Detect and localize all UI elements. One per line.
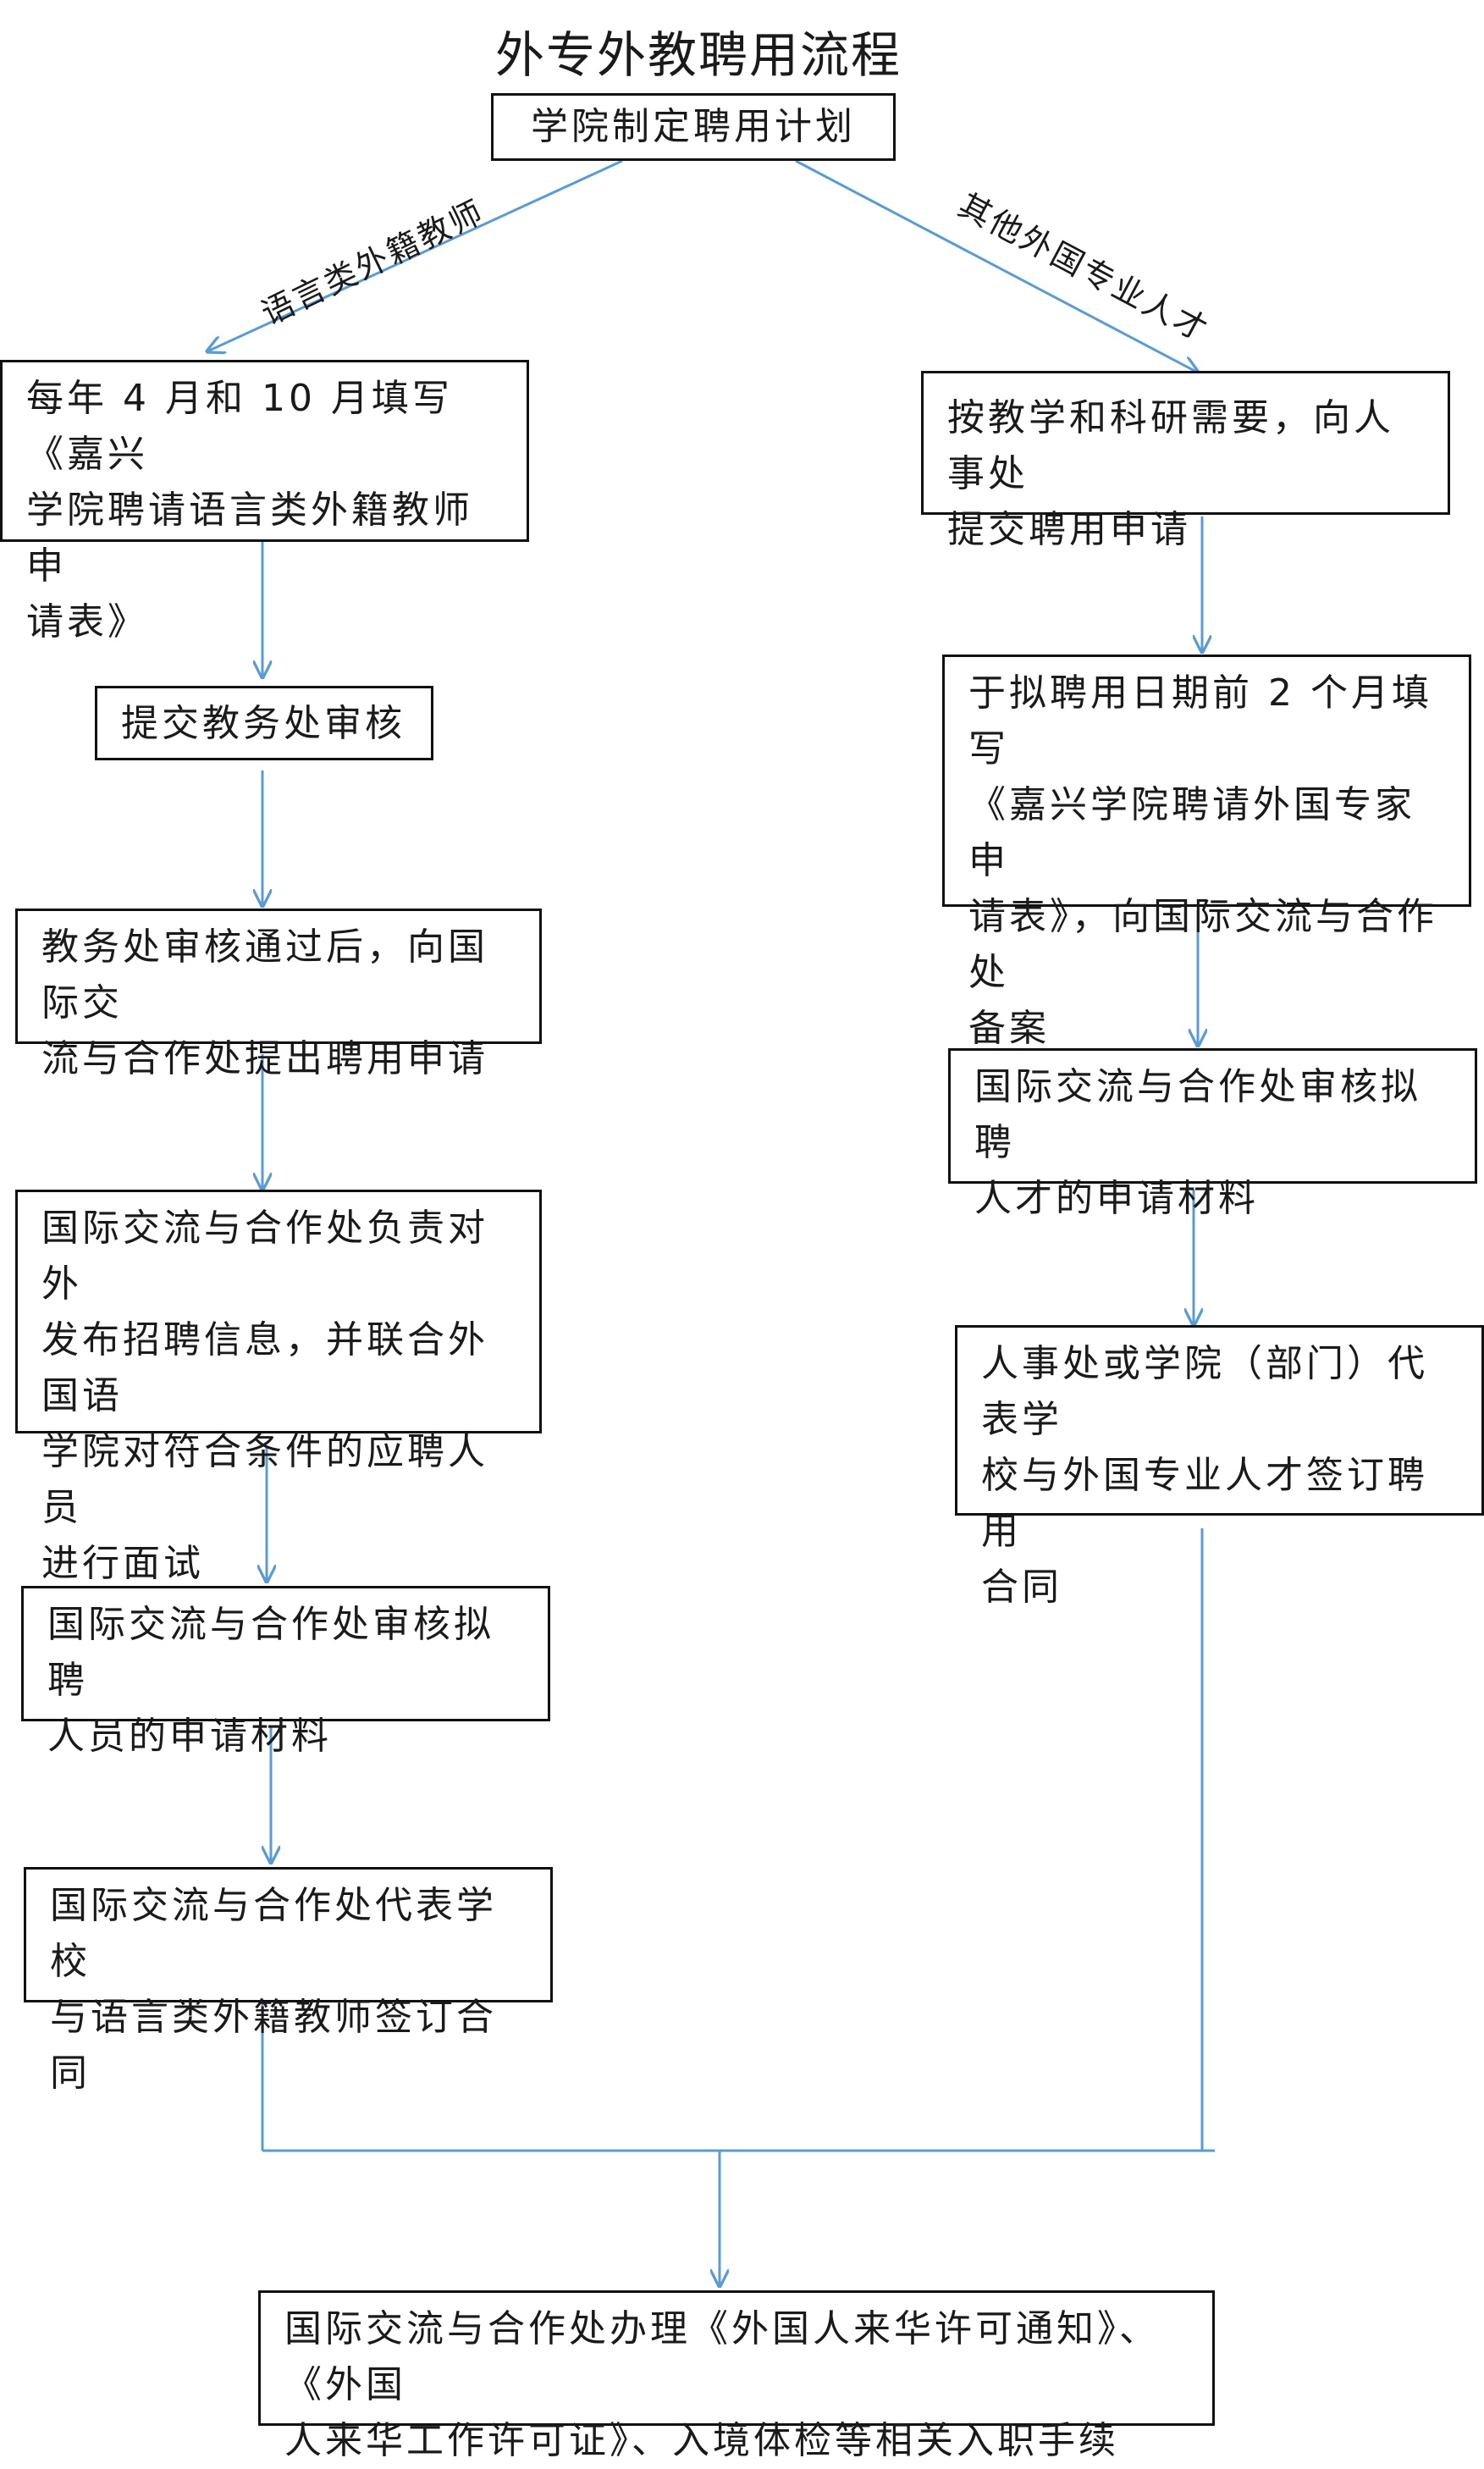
arrow-start-right <box>795 159 1198 373</box>
right-step-2: 于拟聘用日期前 2 个月填写 《嘉兴学院聘请外国专家申 请表》，向国际交流与合作… <box>942 655 1471 1050</box>
left-step-1: 每年 4 月和 10 月填写《嘉兴 学院聘请语言类外籍教师申 请表》 <box>0 360 529 643</box>
final-step-box: 国际交流与合作处办理《外国人来华许可通知》、《外国 人来华工作许可证》、入境体检… <box>258 2290 1215 2462</box>
left-step-2: 提交教务处审核 <box>95 686 433 760</box>
left-step-6: 国际交流与合作处代表学校 与语言类外籍教师签订合同 <box>24 1867 553 2095</box>
diagram-title: 外专外教聘用流程 <box>494 26 902 84</box>
right-step-1: 按教学和科研需要，向人事处 提交聘用申请 <box>921 371 1450 551</box>
right-step-4: 人事处或学院（部门）代表学 校与外国专业人才签订聘用 合同 <box>955 1325 1484 1609</box>
arrow-start-left <box>207 159 623 351</box>
left-step-4: 国际交流与合作处负责对外 发布招聘信息，并联合外国语 学院对符合条件的应聘人员 … <box>15 1190 542 1585</box>
left-step-5: 国际交流与合作处审核拟聘 人员的申请材料 <box>21 1586 550 1758</box>
left-step-3: 教务处审核通过后，向国际交 流与合作处提出聘用申请 <box>15 909 542 1080</box>
start-step-box: 学院制定聘用计划 <box>491 93 896 161</box>
right-step-3: 国际交流与合作处审核拟聘 人才的申请材料 <box>948 1048 1477 1220</box>
